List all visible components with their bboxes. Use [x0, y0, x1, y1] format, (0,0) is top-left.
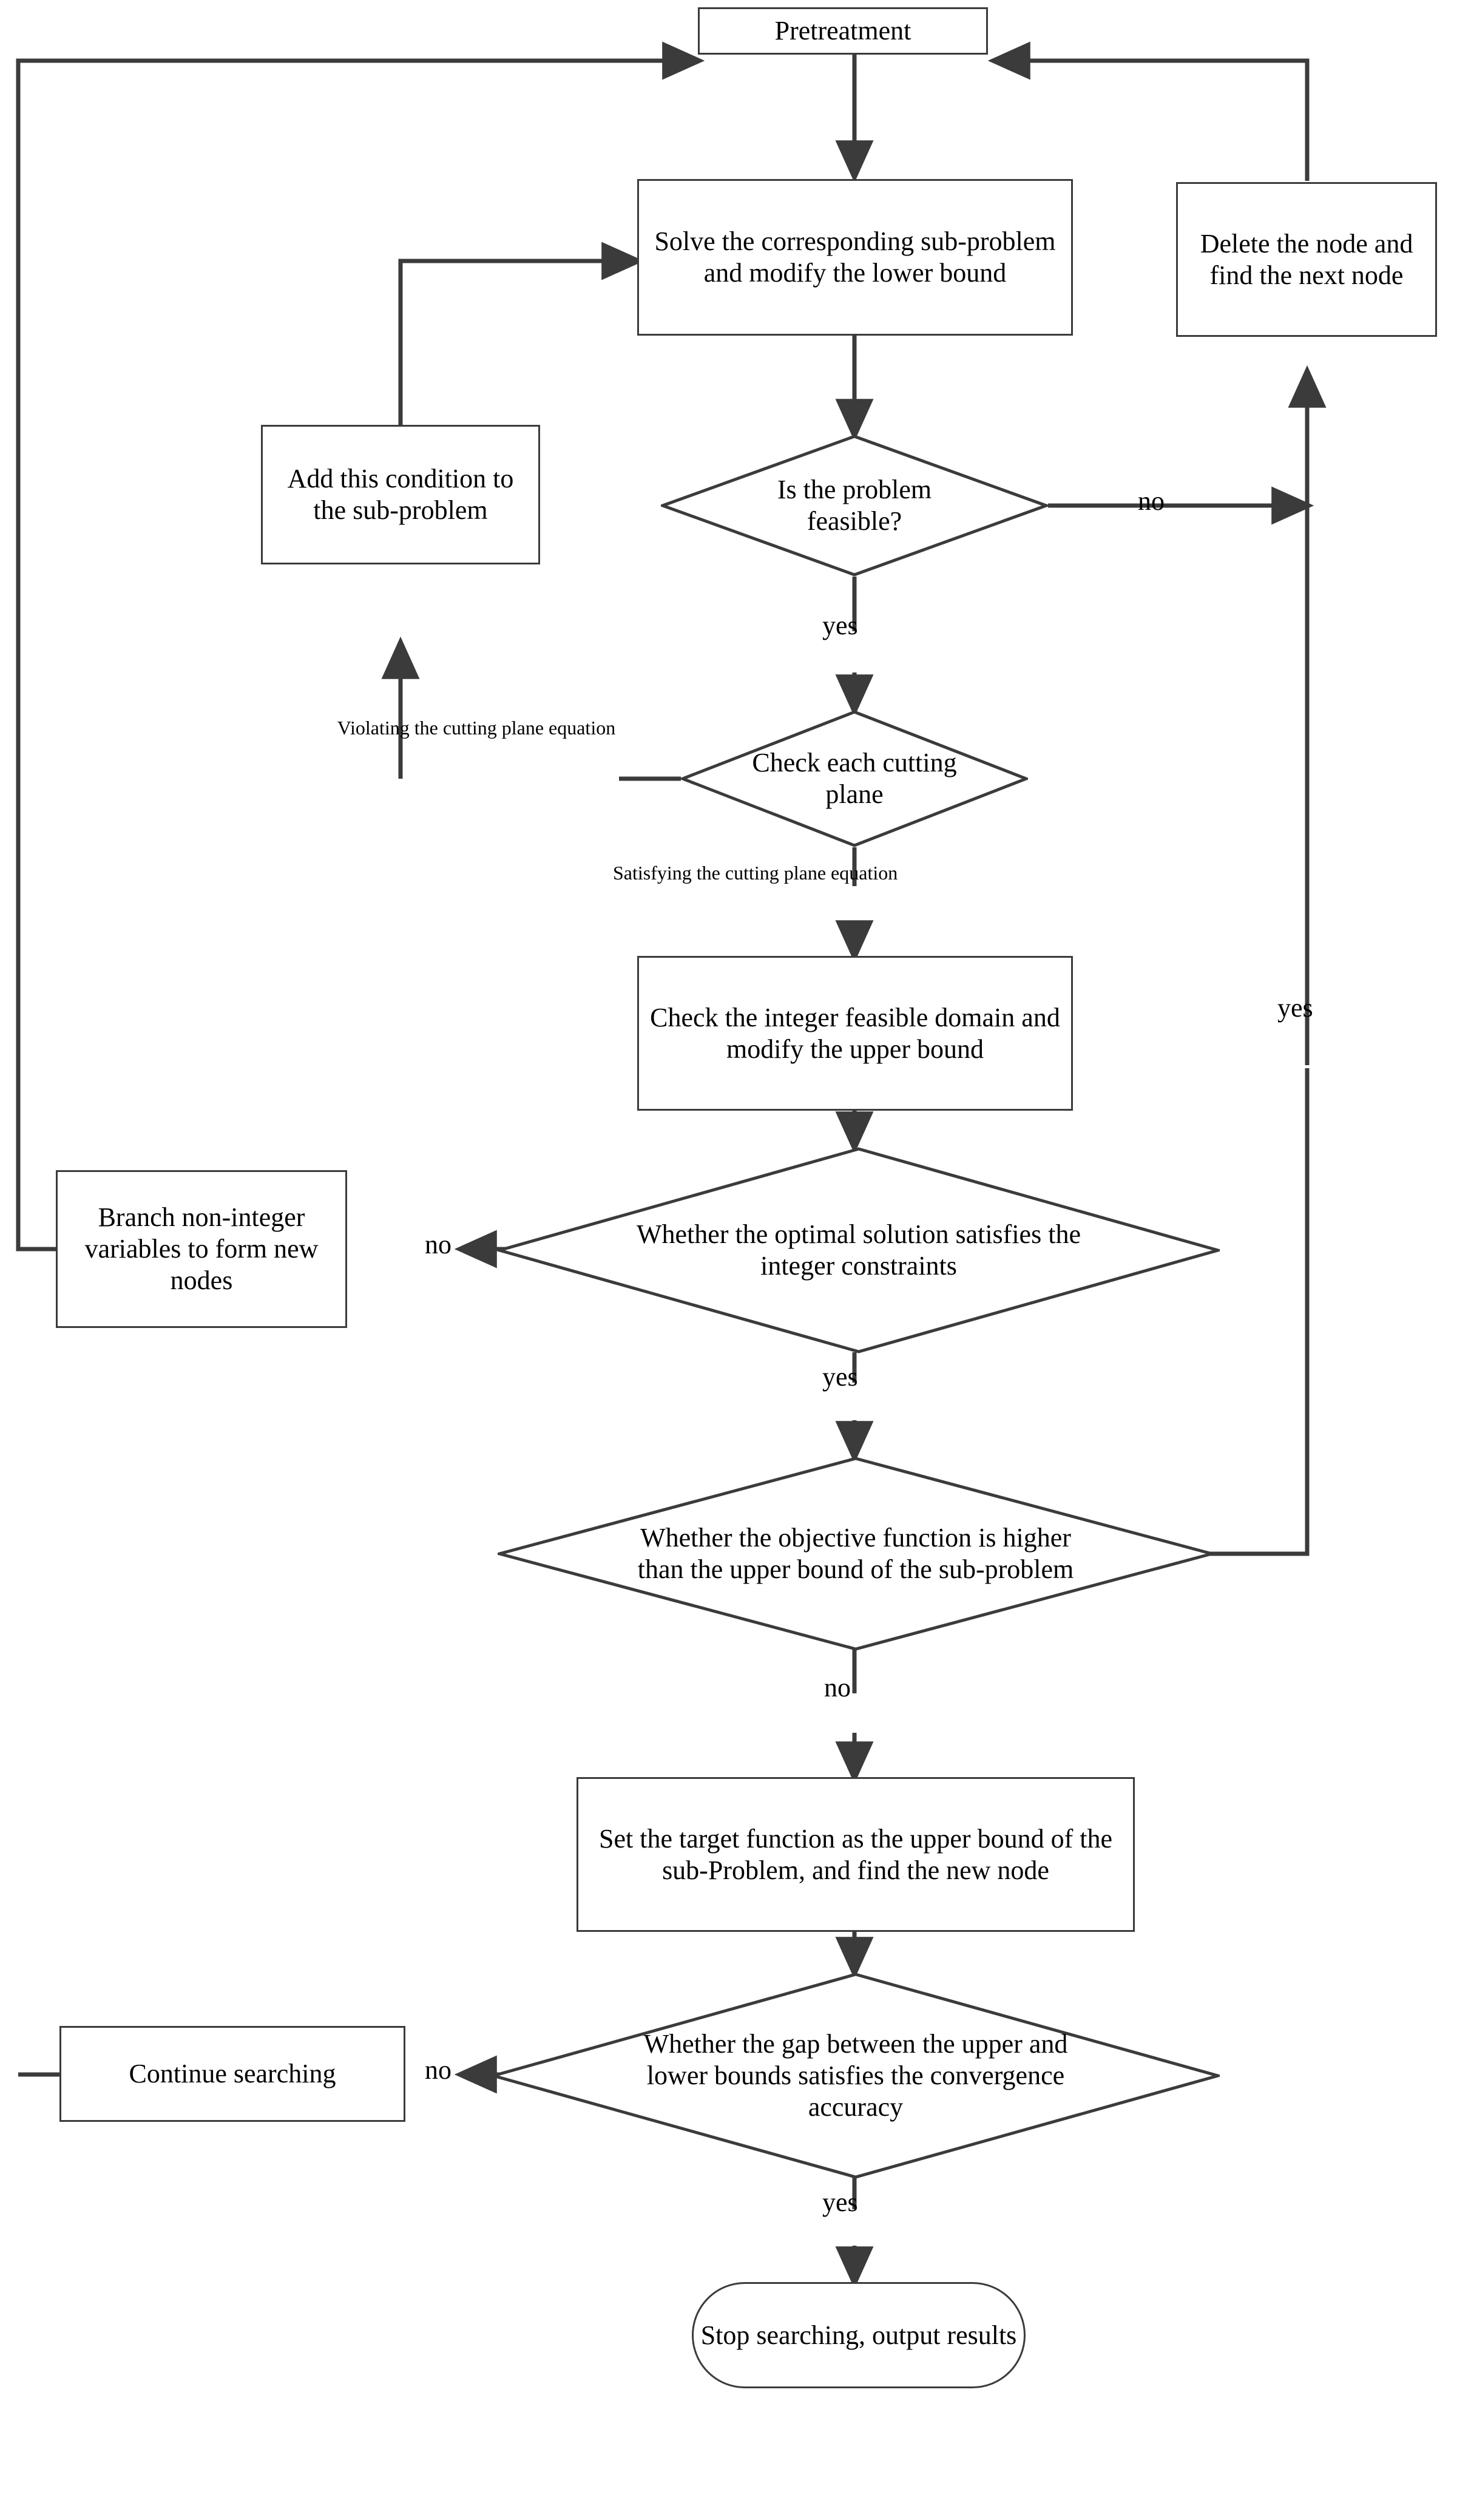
node-add-condition-label: Add this condition to the sub-problem — [287, 464, 514, 525]
node-optimal-integer-label: Whether the optimal solution satisfies t… — [637, 1219, 1081, 1281]
node-check-integer[interactable]: Check the integer feasible domain and mo… — [637, 956, 1073, 1111]
node-stop-searching[interactable]: Stop searching, output results — [692, 2282, 1026, 2388]
node-check-cutting[interactable]: Check each cutting plane — [681, 710, 1028, 847]
edge-label-feasible-yes: yes — [822, 611, 858, 640]
edge-label-gap-no: no — [425, 2055, 451, 2085]
node-set-target[interactable]: Set the target function as the upper bou… — [577, 1777, 1135, 1932]
edge-label-gap-yes: yes — [822, 2187, 858, 2217]
node-gap-converged[interactable]: Whether the gap between the upper and lo… — [492, 1973, 1220, 2179]
check-cutting-diamond-shape — [681, 710, 1028, 847]
node-is-feasible[interactable]: Is the problem feasible? — [661, 435, 1048, 577]
edge-label-integer-yes: yes — [822, 1362, 858, 1392]
node-gap-converged-label: Whether the gap between the upper and lo… — [643, 2029, 1068, 2122]
optimal-integer-diamond-shape — [498, 1147, 1220, 1353]
edge-label-violating: Violating the cutting plane equation — [337, 717, 616, 739]
edge-label-integer-no: no — [425, 1230, 451, 1259]
node-check-cutting-label: Check each cutting plane — [752, 748, 957, 809]
is-feasible-diamond-shape — [661, 435, 1048, 577]
node-solve-subproblem-label: Solve the corresponding sub-problem and … — [654, 226, 1056, 288]
node-delete-node-label: Delete the node and find the next node — [1200, 228, 1413, 290]
node-optimal-integer[interactable]: Whether the optimal solution satisfies t… — [498, 1147, 1220, 1353]
edge-add-to-solve — [398, 242, 644, 425]
edge-label-feasible-no: no — [1138, 486, 1165, 516]
node-objective-higher-label: Whether the objective function is higher… — [637, 1523, 1074, 1584]
node-solve-subproblem[interactable]: Solve the corresponding sub-problem and … — [637, 179, 1073, 336]
node-objective-higher[interactable]: Whether the objective function is higher… — [498, 1457, 1214, 1651]
edge-label-objective-yes: yes — [1277, 993, 1313, 1023]
objective-higher-diamond-shape — [498, 1457, 1214, 1651]
node-set-target-label: Set the target function as the upper bou… — [599, 1823, 1112, 1885]
node-check-integer-label: Check the integer feasible domain and mo… — [650, 1002, 1060, 1064]
node-pretreatment[interactable]: Pretreatment — [698, 7, 988, 55]
node-add-condition[interactable]: Add this condition to the sub-problem — [261, 425, 540, 564]
node-delete-node[interactable]: Delete the node and find the next node — [1176, 182, 1437, 337]
edge-objective-yes — [1209, 1068, 1310, 1556]
node-continue-searching[interactable]: Continue searching — [59, 2026, 405, 2122]
node-stop-searching-label: Stop searching, output results — [700, 2320, 1017, 2350]
node-branch-noninteger-label: Branch non-integer variables to form new… — [84, 1202, 319, 1295]
node-is-feasible-label: Is the problem feasible? — [777, 475, 932, 536]
node-branch-noninteger[interactable]: Branch non-integer variables to form new… — [56, 1170, 347, 1328]
edge-branch-to-pretreatment — [16, 41, 705, 1252]
gap-converged-diamond-shape — [492, 1973, 1220, 2179]
edge-label-objective-no: no — [824, 1673, 851, 1702]
node-continue-searching-label: Continue searching — [129, 2059, 336, 2089]
edge-delete-to-pretreatment — [987, 41, 1310, 181]
node-pretreatment-label: Pretreatment — [774, 16, 911, 46]
edge-label-satisfying: Satisfying the cutting plane equation — [613, 862, 898, 884]
